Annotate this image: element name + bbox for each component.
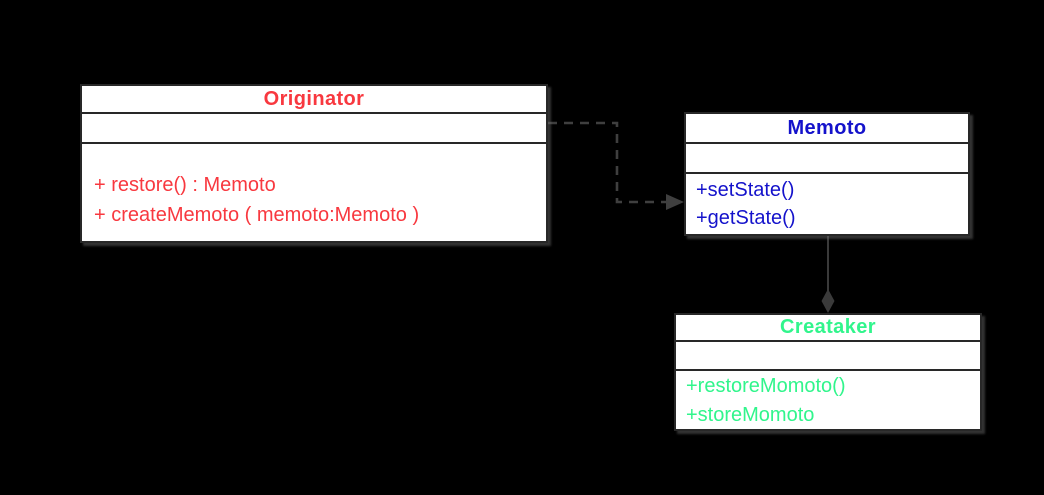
class-box-memoto: Memoto +setState() +getState() — [684, 112, 970, 236]
class-title-creataker: Creataker — [676, 315, 980, 342]
method-create-memoto: + createMemoto ( memoto:Memoto ) — [94, 204, 420, 226]
class-title-memoto: Memoto — [686, 114, 968, 144]
method-get-state: +getState() — [696, 207, 796, 229]
class-box-originator: Originator + restore() : Memoto + create… — [80, 84, 548, 243]
dependency-connector-originator-memoto — [548, 121, 667, 204]
class-methods-creataker: +restoreMomoto() +storeMomoto — [676, 371, 980, 430]
class-methods-originator: + restore() : Memoto + createMemoto ( me… — [82, 144, 546, 241]
method-set-state: +setState() — [696, 179, 795, 201]
class-box-creataker: Creataker +restoreMomoto() +storeMomoto — [674, 313, 982, 431]
class-attributes-originator — [82, 114, 546, 144]
method-restore-momoto: +restoreMomoto() — [686, 375, 846, 397]
class-title-originator: Originator — [82, 86, 546, 114]
arrowhead-icon — [666, 194, 684, 210]
method-restore: + restore() : Memoto — [94, 174, 276, 196]
class-attributes-memoto — [686, 144, 968, 174]
diamond-icon — [821, 289, 835, 313]
method-store-momoto: +storeMomoto — [686, 404, 815, 426]
class-attributes-creataker — [676, 342, 980, 371]
class-methods-memoto: +setState() +getState() — [686, 174, 968, 234]
